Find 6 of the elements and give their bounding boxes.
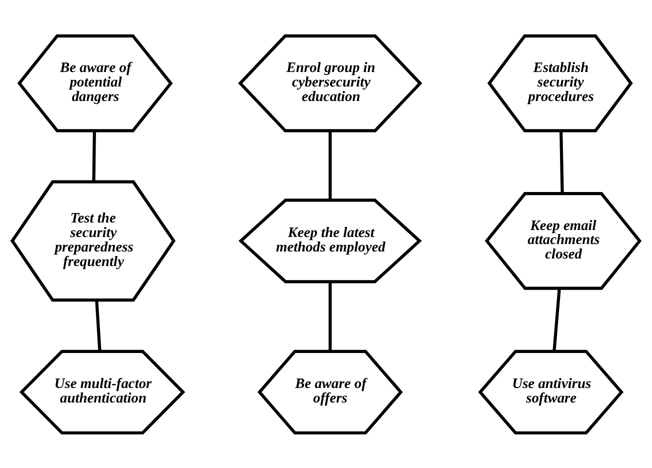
connector xyxy=(552,288,561,351)
connector xyxy=(328,130,332,200)
connector xyxy=(560,130,564,194)
connector xyxy=(95,299,102,351)
connector xyxy=(328,281,332,351)
connector xyxy=(92,130,96,182)
